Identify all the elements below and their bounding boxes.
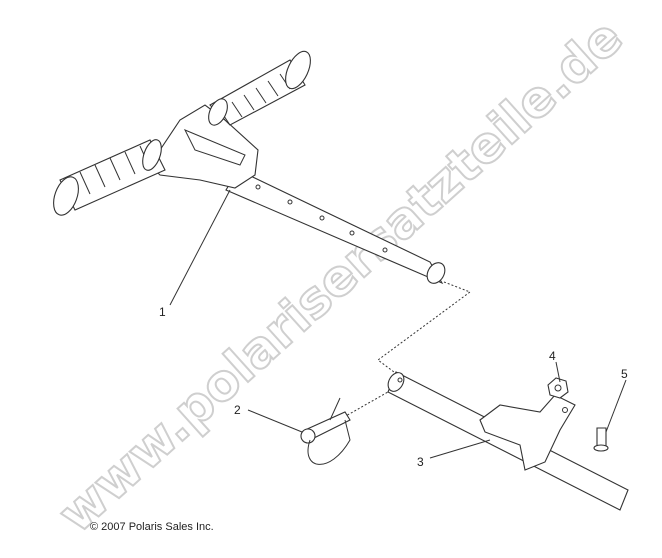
- handlebar-assembly: [53, 50, 446, 285]
- lower-tube: [387, 371, 629, 511]
- pin: [300, 397, 351, 465]
- callout-2: 2: [234, 403, 241, 417]
- nut: [547, 377, 569, 399]
- callout-5: 5: [621, 367, 628, 381]
- callout-4: 4: [549, 349, 556, 363]
- copyright-notice: © 2007 Polaris Sales Inc.: [90, 521, 214, 533]
- bolt: [593, 427, 609, 452]
- leader-lines: [169, 189, 627, 459]
- callout-3: 3: [417, 455, 424, 469]
- callout-1: 1: [159, 305, 166, 319]
